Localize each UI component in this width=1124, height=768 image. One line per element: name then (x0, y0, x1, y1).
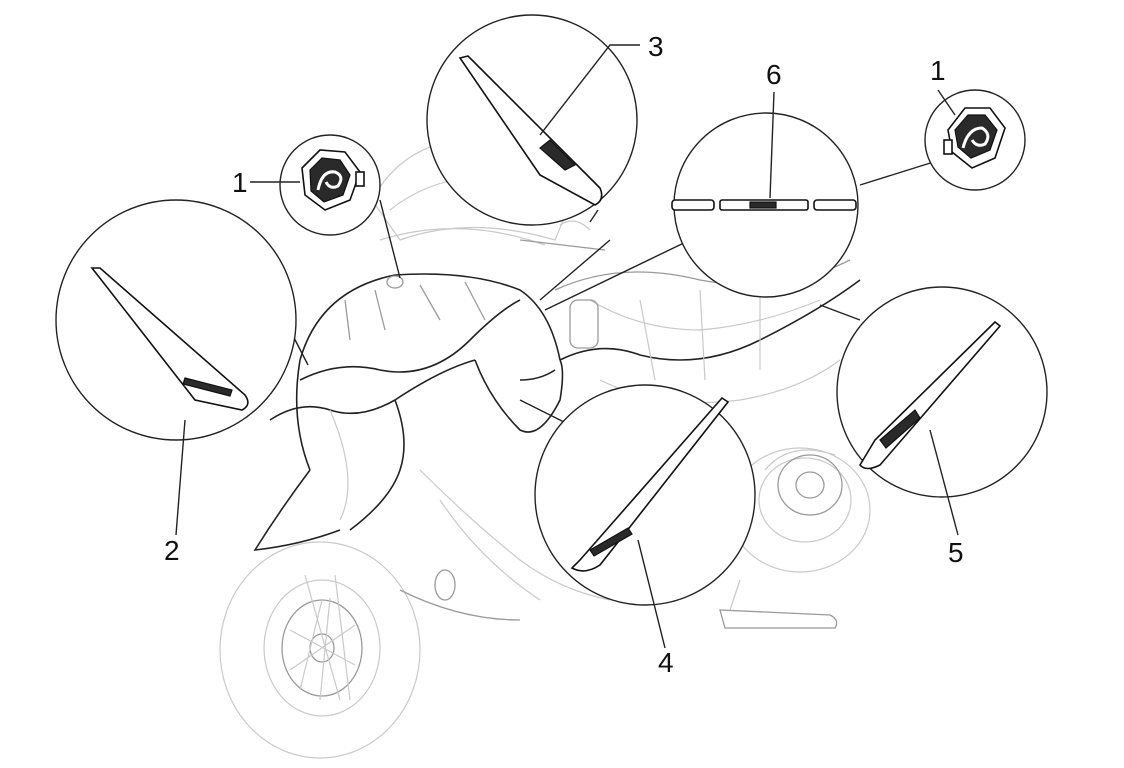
detail-circle-5 (836, 286, 1048, 498)
callout-6: 6 (766, 59, 782, 90)
leader-lines (289, 159, 941, 431)
piaggio-logo-icon-right (954, 114, 998, 159)
mirror-stem (559, 220, 591, 231)
piaggio-logo-icon (309, 157, 351, 203)
callout-leaders (175, 44, 959, 649)
xt-lettering-decal-right (879, 409, 921, 449)
xt-lettering-decal (539, 139, 577, 171)
callout-labels: 1 1 2 3 4 5 6 (164, 31, 964, 678)
stripe-segment-right (813, 199, 857, 211)
detail-circle-4 (534, 384, 756, 606)
rear-wheel (729, 447, 871, 573)
stripe-segment-left (671, 199, 715, 211)
detail-circle-6 (671, 112, 859, 298)
detail-circle-1-right (924, 89, 1026, 191)
front-fairing (253, 273, 564, 551)
detail-circle-3 (426, 14, 638, 226)
callout-1-right: 1 (930, 55, 946, 86)
model-lettering-decal-center (589, 527, 633, 557)
callout-4: 4 (658, 647, 674, 678)
detail-circle-1-left (279, 134, 381, 236)
front-wheel (219, 541, 421, 759)
handlebar (519, 239, 606, 251)
side-stripe-decal-left (90, 267, 249, 411)
side-stripe-decal-center (570, 396, 730, 572)
model-lettering-decal (182, 377, 233, 397)
xt-center-badge (749, 201, 777, 209)
callout-3: 3 (648, 31, 664, 62)
detail-circle-2 (55, 199, 297, 441)
scooter-body (219, 138, 871, 759)
callout-2: 2 (164, 535, 180, 566)
callout-5: 5 (948, 537, 964, 568)
stand-leg (729, 579, 741, 611)
center-stand (719, 609, 838, 629)
callout-1-left: 1 (232, 167, 248, 198)
